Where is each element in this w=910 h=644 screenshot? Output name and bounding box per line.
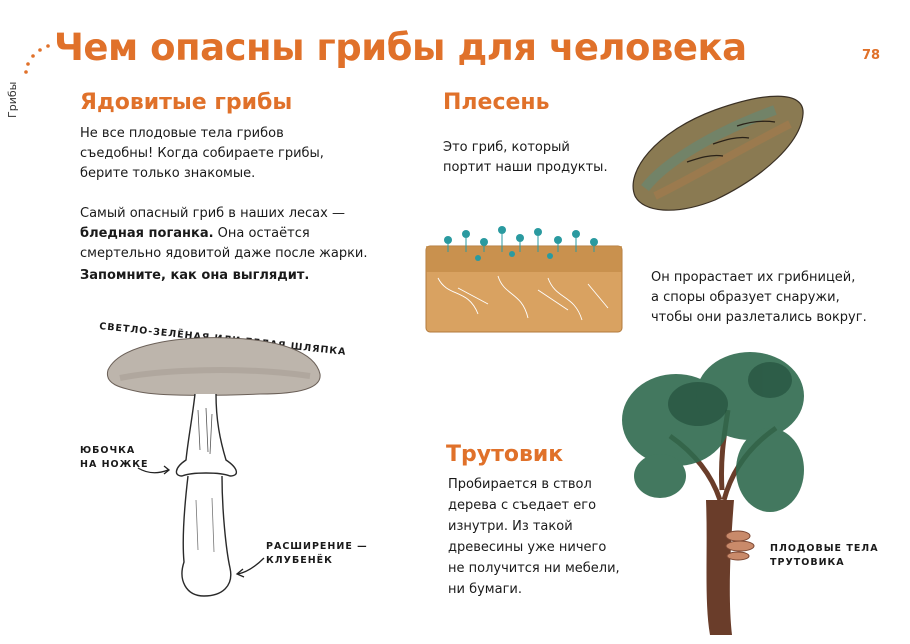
polypore-heading: Трутовик <box>446 442 564 467</box>
poisonous-heading: Ядовитые грибы <box>80 90 293 115</box>
text-span: Она остаётся <box>213 226 310 241</box>
text-line: Он прорастает их грибницей, <box>651 270 856 285</box>
text-line: берите только знакомые. <box>80 166 256 181</box>
text-line: бледная поганка. Она остаётся <box>80 224 368 244</box>
label-line: ПЛОДОВЫЕ ТЕЛА <box>770 543 879 554</box>
skirt-pointer-arrow <box>137 465 171 475</box>
label-line: ЮБОЧКА <box>80 445 136 456</box>
text-line: Это гриб, который <box>443 140 570 155</box>
text-line: Не все плодовые тела грибов <box>80 126 284 141</box>
text-line: а споры образует снаружи, <box>651 290 840 305</box>
polypore-fruiting-body-label: ПЛОДОВЫЕ ТЕЛА ТРУТОВИКА <box>770 542 879 570</box>
death-cap-illustration <box>106 337 321 597</box>
label-line: НА НОЖКЕ <box>80 459 149 470</box>
tree-with-polypore-illustration <box>622 352 804 635</box>
text-line: ни бумаги. <box>448 582 522 597</box>
mold-on-food-illustration <box>425 226 623 333</box>
text-line: изнутри. Из такой <box>448 519 573 534</box>
label-line: ТРУТОВИКА <box>770 557 845 568</box>
page-title: Чем опасны грибы для человека <box>54 26 747 69</box>
page-number: 78 <box>862 48 881 63</box>
moldy-bread-illustration <box>632 95 804 211</box>
text-line: не получится ни мебели, <box>448 561 620 576</box>
text-line: съедобны! Когда собираете грибы, <box>80 146 324 161</box>
remember-note: Запомните, как она выглядит. <box>80 268 310 283</box>
dotted-arc-decoration <box>24 44 50 74</box>
text-line: Самый опасный гриб в наших лесах — <box>80 206 345 221</box>
mold-paragraph-2: Он прорастает их грибницей, а споры обра… <box>651 268 867 328</box>
polypore-paragraph: Пробирается в ствол дерева с съедает его… <box>448 474 620 600</box>
label-line: КЛУБЕНЁК <box>266 555 333 566</box>
bulb-pointer-arrow <box>235 557 265 578</box>
text-line: древесины уже ничего <box>448 540 607 555</box>
skirt-label: ЮБОЧКА НА НОЖКЕ <box>80 444 149 472</box>
bulb-label: РАСШИРЕНИЕ — КЛУБЕНЁК <box>266 540 368 568</box>
text-line: портит наши продукты. <box>443 160 608 175</box>
poisonous-paragraph-2: Самый опасный гриб в наших лесах — бледн… <box>80 204 368 264</box>
label-line: РАСШИРЕНИЕ — <box>266 541 368 552</box>
death-cap-name: бледная поганка. <box>80 226 214 241</box>
poisonous-paragraph-1: Не все плодовые тела грибов съедобны! Ко… <box>80 124 324 184</box>
text-line: чтобы они разлетались вокруг. <box>651 310 867 325</box>
mold-paragraph-1: Это гриб, который портит наши продукты. <box>443 138 608 178</box>
text-line: дерева с съедает его <box>448 498 597 513</box>
mold-heading: Плесень <box>443 90 550 115</box>
section-side-label: Грибы <box>6 81 19 118</box>
text-line: смертельно ядовитой даже после жарки. <box>80 246 368 261</box>
text-line: Пробирается в ствол <box>448 477 592 492</box>
